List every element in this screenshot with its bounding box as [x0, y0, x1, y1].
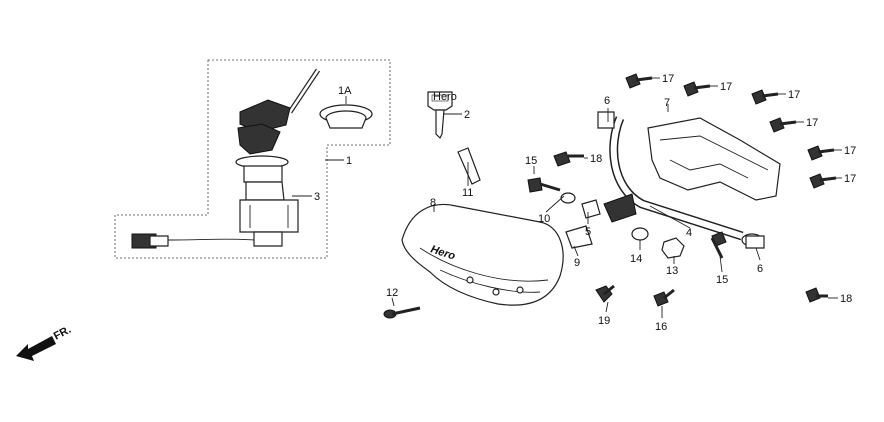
direction-label: FR.: [52, 324, 73, 343]
screw-17-f-icon: [809, 173, 837, 189]
washer-icon: [560, 192, 576, 204]
bolt-18-upper-icon: [553, 151, 584, 167]
bolt-15-lower-icon: [710, 231, 727, 259]
front-cover-panel-icon: [401, 204, 564, 306]
callout-2: 2: [464, 109, 470, 121]
callout-18-upper: 18: [590, 153, 602, 165]
wire-connector-icon: [131, 233, 255, 249]
callout-17-a: 17: [662, 73, 674, 85]
key-blank-icon: [427, 91, 453, 140]
hex-nut-icon: [661, 237, 685, 259]
rubber-plug-icon: [457, 147, 481, 185]
callout-17-e: 17: [844, 145, 856, 157]
callout-5: 5: [585, 226, 591, 238]
bolt-12-icon: [383, 306, 421, 319]
flat-washer-icon: [631, 227, 649, 241]
callout-14: 14: [630, 253, 642, 265]
bar-end-lower-icon: [745, 235, 765, 249]
callout-8: 8: [430, 197, 436, 209]
ignition-key-icon: [239, 68, 321, 133]
callout-1a: 1A: [338, 85, 352, 97]
callout-1: 1: [346, 155, 352, 167]
callout-6-lower: 6: [757, 263, 763, 275]
callout-15-lower: 15: [716, 274, 728, 286]
bolt-18-lower-icon: [805, 287, 828, 303]
callout-13: 13: [666, 265, 678, 277]
front-direction-arrow-icon: [16, 336, 56, 361]
callout-6-upper: 6: [604, 95, 610, 107]
bar-end-upper-icon: [597, 111, 615, 129]
leader-lines: [292, 77, 842, 318]
clamp-bracket-icon: [581, 199, 601, 219]
callout-17-c: 17: [788, 89, 800, 101]
handle-cover-icon: [647, 117, 781, 201]
callout-19: 19: [598, 315, 610, 327]
key-tag-text: Hero: [433, 91, 457, 103]
callout-17-d: 17: [806, 117, 818, 129]
lock-cap-icon: [319, 104, 373, 129]
callout-15-upper: 15: [525, 155, 537, 167]
callout-12: 12: [386, 287, 398, 299]
callout-10: 10: [538, 213, 550, 225]
mounting-plate-icon: [565, 225, 593, 249]
screw-17-a-icon: [625, 73, 653, 89]
screw-17-d-icon: [769, 117, 797, 133]
callout-11: 11: [462, 187, 473, 199]
lock-cylinder-icon: [235, 155, 299, 247]
key-fob-icon: [237, 123, 281, 155]
bolt-16-icon: [653, 288, 675, 307]
callout-9: 9: [574, 257, 580, 269]
callout-3: 3: [314, 191, 320, 203]
screw-17-e-icon: [807, 145, 835, 161]
screw-17-c-icon: [751, 89, 779, 105]
assembly-group-outline: [114, 59, 391, 259]
callout-4: 4: [686, 227, 692, 239]
callout-17-f: 17: [844, 173, 856, 185]
callout-18-lower: 18: [840, 293, 852, 305]
bolt-19-icon: [595, 284, 615, 303]
screw-17-b-icon: [683, 81, 711, 97]
callout-7: 7: [664, 97, 670, 109]
bolt-15-upper-icon: [527, 177, 561, 193]
callout-17-b: 17: [720, 81, 732, 93]
callout-16: 16: [655, 321, 667, 333]
